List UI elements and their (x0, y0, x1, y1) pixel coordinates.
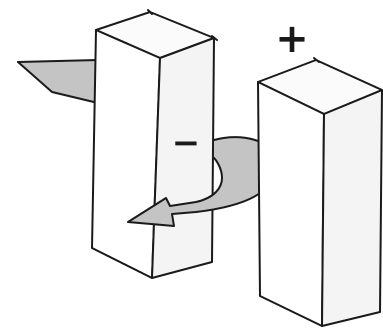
right-block-front-face (258, 82, 324, 326)
plus-sign: + (275, 16, 309, 62)
incoming-arrow (18, 60, 98, 103)
right-block (258, 58, 382, 326)
right-block-side-face (322, 90, 382, 326)
left-block-front-face (92, 30, 160, 278)
minus-sign: − (172, 123, 201, 163)
